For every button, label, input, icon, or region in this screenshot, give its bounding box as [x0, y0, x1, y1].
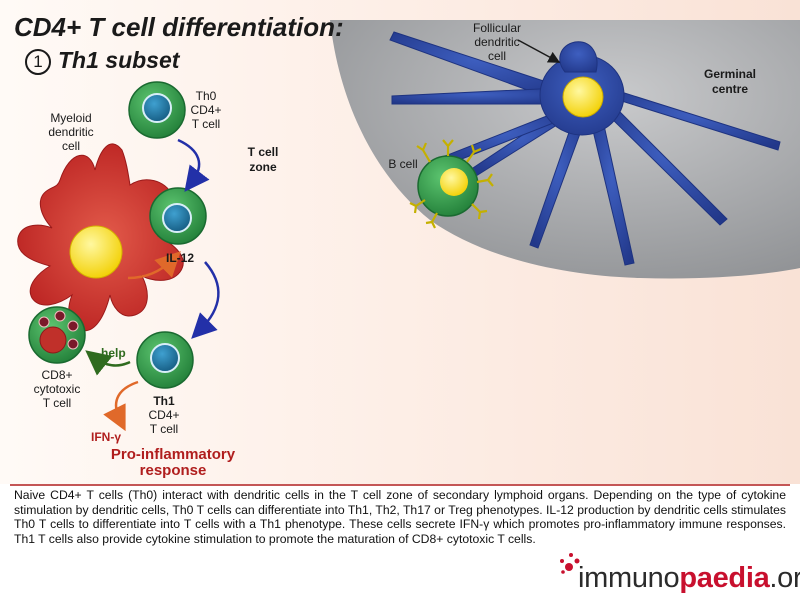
logo-text-immuno: immuno [578, 562, 680, 594]
th0-label-line: T cell [191, 117, 221, 131]
cd8-label-line: cytotoxic [33, 382, 81, 396]
arrow-intermediate-to-th1 [191, 261, 220, 339]
fdc-label-line: cell [487, 49, 506, 63]
t-zone-label-line: T cell [247, 145, 279, 159]
logo-text-paedia: paedia [679, 562, 770, 594]
cd8-cytotoxic-t-cell [28, 306, 86, 364]
page-title: CD4+ T cell differentiation: [14, 12, 344, 42]
myeloid-label-line: Myeloid [50, 111, 92, 125]
th1-label: Th1 CD4+ T cell [139, 394, 189, 436]
caption-text: Naive CD4+ T cells (Th0) interact with d… [14, 488, 786, 546]
arrow-il12 [127, 251, 181, 280]
germinal-centre-label: Germinal centre [690, 67, 770, 97]
b-cell-label: B cell [388, 157, 418, 171]
logo-mark [560, 553, 580, 574]
follicular-dendritic-cell [389, 31, 781, 266]
myeloid-dendritic-cell [17, 143, 193, 332]
logo-text-org: .org [769, 562, 800, 594]
arrow-ifn-gamma [103, 380, 139, 432]
il12-label: IL-12 [165, 251, 194, 265]
pro-inflammatory-label: Pro-inflammatory response [98, 447, 248, 479]
proinf-label-line: response [139, 462, 207, 479]
myeloid-label-line: cell [61, 139, 80, 153]
myeloid-label-line: dendritic [48, 125, 94, 139]
fdc-label-line: dendritic [474, 35, 520, 49]
intermediate-t-cell [149, 187, 207, 245]
arrow-th0-to-intermediate [177, 138, 210, 192]
t-cell-zone-label: T cell zone [238, 145, 288, 175]
th1-label-line: T cell [149, 422, 179, 436]
cd8-label-line: T cell [42, 396, 72, 410]
th0-label-line: Th0 [195, 89, 217, 103]
b-cell [409, 139, 494, 229]
cd8-label-line: CD8+ [41, 368, 73, 382]
ifn-gamma-label: IFN-γ [91, 430, 121, 444]
help-label: help [101, 346, 126, 360]
th0-label-line: CD4+ [190, 103, 222, 117]
arrow-help [85, 350, 131, 376]
th0-label: Th0 CD4+ T cell [186, 89, 226, 131]
th1-label-line: CD4+ [148, 408, 180, 422]
immunopaedia-logo[interactable]: immunopaedia.org [578, 562, 800, 595]
germinal-label-line: Germinal [703, 67, 757, 81]
fdc-label-line: Follicular [472, 21, 521, 35]
subtitle-number: 1 [25, 49, 51, 75]
fdc-label: Follicular dendritic cell [462, 21, 532, 63]
myeloid-dc-label: Myeloid dendritic cell [36, 111, 106, 153]
germinal-label-line: centre [711, 82, 749, 96]
t-zone-label-line: zone [249, 160, 277, 174]
subtitle: Th1 subset [58, 47, 180, 73]
th1-cell [136, 331, 194, 389]
th1-label-line: Th1 [153, 394, 175, 408]
proinf-label-line: Pro-inflammatory [110, 446, 236, 463]
cd8-label: CD8+ cytotoxic T cell [22, 368, 92, 410]
fdc-pointer-arrow [517, 39, 561, 63]
th0-cell [128, 81, 186, 139]
